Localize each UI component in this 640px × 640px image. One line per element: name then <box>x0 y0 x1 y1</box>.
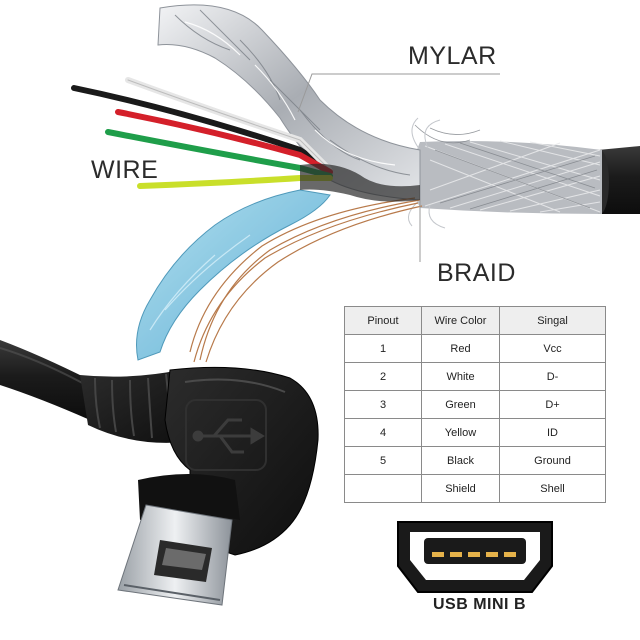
white-wire-edge <box>127 79 331 171</box>
table-row: Shield Shell <box>344 474 606 503</box>
cell-signal: Vcc <box>499 334 606 363</box>
header-pinout: Pinout <box>344 306 422 335</box>
cell-signal: ID <box>499 418 606 447</box>
cell-color: White <box>421 362 500 391</box>
cell-signal: D+ <box>499 390 606 419</box>
table-row: 5 Black Ground <box>344 446 606 475</box>
cell-pin: 5 <box>344 446 422 475</box>
usb-mini-b-plug <box>80 366 319 606</box>
cell-color: Red <box>421 334 500 363</box>
black-wire <box>71 85 333 173</box>
leader-lines <box>297 73 500 262</box>
cell-pin: 4 <box>344 418 422 447</box>
blue-film <box>136 189 331 361</box>
lower-cable <box>0 340 90 420</box>
usb-mini-b-port-icon <box>397 521 553 593</box>
cell-signal: Ground <box>499 446 606 475</box>
table-row: 1 Red Vcc <box>344 334 606 363</box>
wire-label: WIRE <box>91 156 159 184</box>
table-row: 2 White D- <box>344 362 606 391</box>
cell-pin: 2 <box>344 362 422 391</box>
cell-signal: Shell <box>499 474 606 503</box>
pinout-table: Pinout Wire Color Singal 1 Red Vcc 2 Whi… <box>344 306 606 503</box>
cell-pin <box>344 474 422 503</box>
usb-logo-icon <box>185 399 267 471</box>
red-wire <box>115 109 333 175</box>
braid-label: BRAID <box>437 259 516 287</box>
usb-mini-b-caption: USB MINI B <box>433 596 526 613</box>
cell-signal: D- <box>499 362 606 391</box>
cell-color: Black <box>421 446 500 475</box>
table-header-row: Pinout Wire Color Singal <box>344 306 606 335</box>
cell-color: Yellow <box>421 418 500 447</box>
header-signal: Singal <box>499 306 606 335</box>
mylar-label: MYLAR <box>408 42 497 70</box>
green-wire <box>105 129 333 179</box>
copper-drain-wire <box>189 197 423 363</box>
cell-pin: 1 <box>344 334 422 363</box>
cell-color: Shield <box>421 474 500 503</box>
wires <box>71 77 333 189</box>
mylar-leader <box>297 73 500 113</box>
table-row: 4 Yellow ID <box>344 418 606 447</box>
cell-pin: 3 <box>344 390 422 419</box>
cell-color: Green <box>421 390 500 419</box>
yellow-wire <box>137 175 333 189</box>
table-row: 3 Green D+ <box>344 390 606 419</box>
header-wire-color: Wire Color <box>421 306 500 335</box>
upper-cable <box>407 117 640 229</box>
lower-cable-jacket <box>0 340 90 420</box>
